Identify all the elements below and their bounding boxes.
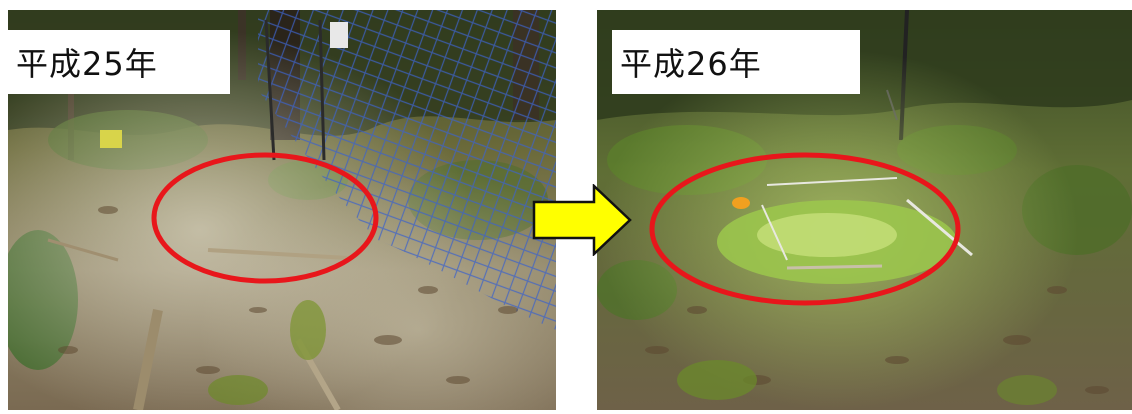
- highlight-ellipse-before: [151, 152, 379, 284]
- caption-box-after: 平成26年: [612, 30, 860, 94]
- caption-after: 平成26年: [620, 45, 762, 83]
- photo-after: 平成26年: [597, 10, 1132, 410]
- caption-before: 平成25年: [16, 45, 158, 83]
- highlight-ellipse-after: [649, 152, 961, 306]
- right-arrow-icon: [532, 184, 632, 256]
- photo-before: 平成25年: [8, 10, 556, 410]
- caption-box-before: 平成25年: [8, 30, 230, 94]
